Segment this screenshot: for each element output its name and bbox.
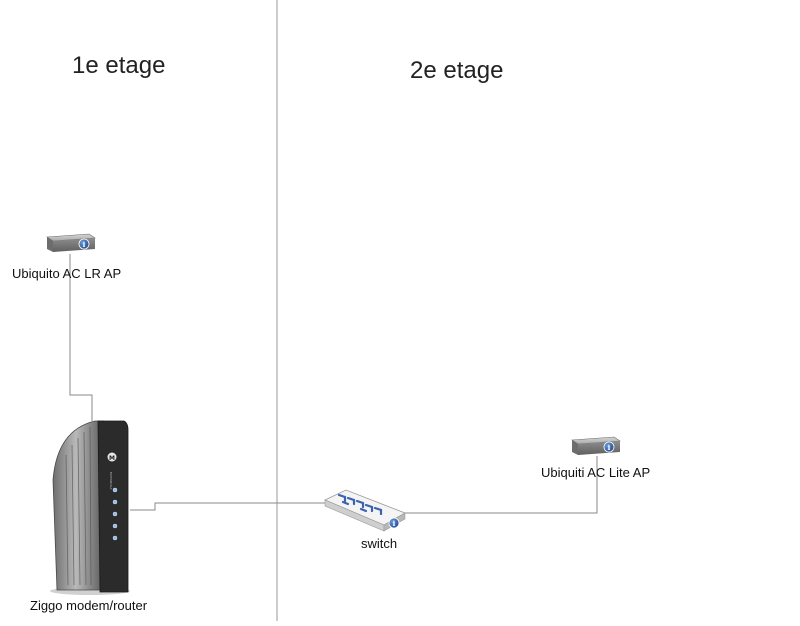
access-point-lite-icon[interactable]: i [571, 436, 621, 455]
modem-label: Ziggo modem/router [30, 598, 148, 613]
link-modem-to-switch [130, 502, 328, 511]
link-ap-lr-to-modem [69, 254, 93, 421]
access-point-lr-label: Ubiquito AC LR AP [12, 266, 122, 281]
svg-text:i: i [608, 443, 611, 452]
svg-text:i: i [83, 240, 86, 249]
info-badge-icon: i [388, 517, 400, 529]
access-point-lr-icon[interactable]: i [46, 233, 96, 252]
info-badge-icon: i [603, 441, 615, 453]
cable-modem-icon[interactable]: M MOTOROLA [50, 420, 130, 595]
svg-text:i: i [393, 519, 396, 528]
access-point-lite-label: Ubiquiti AC Lite AP [541, 465, 651, 480]
link-switch-to-ap-lite [405, 456, 598, 514]
info-badge-icon: i [78, 238, 90, 250]
floor-2-title: 2e etage [410, 57, 504, 84]
floor-1-title: 1e etage [72, 52, 166, 79]
svg-text:MOTOROLA: MOTOROLA [109, 472, 113, 490]
network-switch-icon[interactable]: i [324, 489, 406, 532]
svg-text:M: M [109, 455, 115, 462]
switch-label: switch [361, 536, 398, 551]
